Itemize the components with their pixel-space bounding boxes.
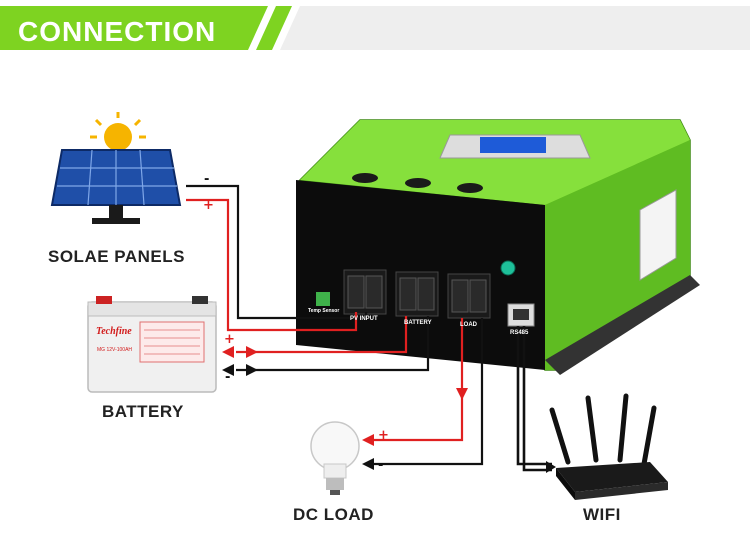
wifi-label: WIFI (583, 505, 621, 524)
solar-minus-sign: - (204, 172, 210, 187)
battery-minus-sign: - (225, 370, 231, 385)
dc-load-label: DC LOAD (293, 505, 374, 524)
load-plus-sign: + (378, 428, 389, 443)
header-banner-shape (0, 6, 750, 50)
arrow-heads (222, 346, 556, 473)
header-banner: CONNECTION (0, 6, 750, 50)
temp-sensor-label: Temp Sensor (308, 308, 340, 314)
rs485-label: RS485 (510, 330, 529, 336)
battery-icon (87, 296, 217, 393)
battery-brand: Techfine (96, 326, 132, 337)
load-minus-sign: - (378, 458, 384, 473)
solar-panels-label: SOLAE PANELS (48, 247, 185, 266)
battery-port-label: BATTERY (404, 320, 432, 326)
battery-label: BATTERY (102, 402, 184, 421)
wires (186, 184, 552, 472)
battery-model: MG 12V-100AH (97, 347, 133, 353)
charge-controller (296, 119, 700, 375)
solar-panel-icon (50, 112, 182, 224)
pv-input-label: PV INPUT (350, 316, 378, 322)
page-title: CONNECTION (18, 16, 217, 47)
load-port-label: LOAD (460, 322, 477, 328)
solar-plus-sign: + (203, 198, 214, 213)
bulb-icon (310, 421, 360, 495)
battery-plus-sign: + (224, 332, 235, 347)
router-icon (549, 393, 668, 500)
